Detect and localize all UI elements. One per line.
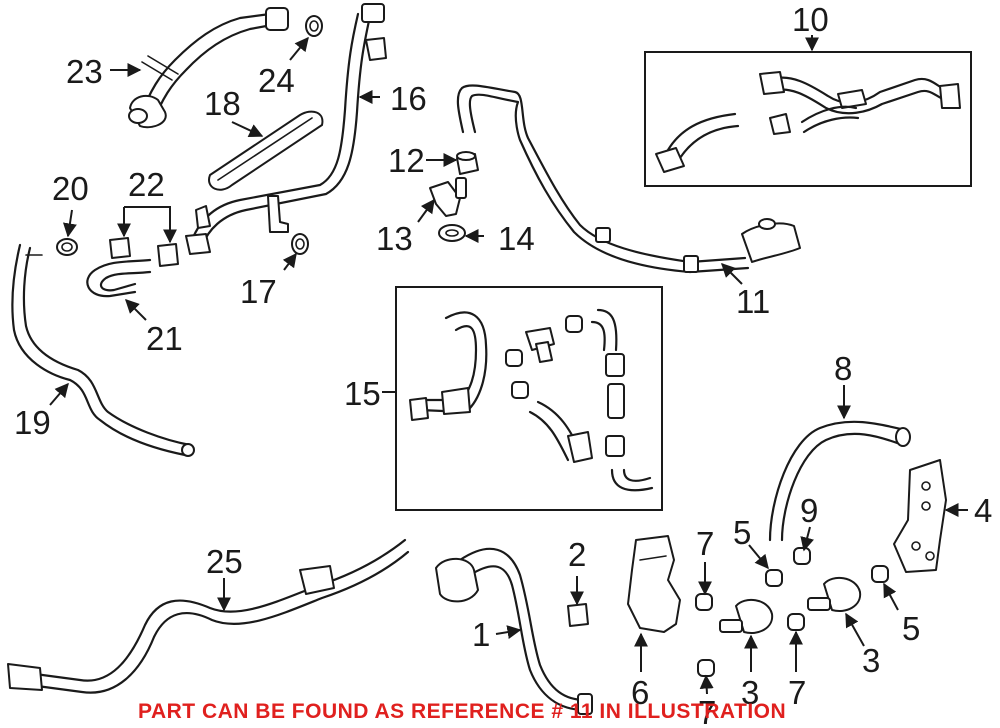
part-1-hose <box>435 547 593 715</box>
part-16-pipe <box>185 3 387 255</box>
callout-18: 18 <box>204 85 241 122</box>
callout-16: 16 <box>390 80 427 117</box>
part-7-clamps <box>695 593 805 677</box>
inset-box-15 <box>395 286 663 511</box>
part-21-hose <box>86 258 152 298</box>
callout-17: 17 <box>240 273 277 310</box>
part-8-hose <box>768 420 911 542</box>
part-3-valve-a <box>719 598 774 634</box>
part-6-bracket <box>627 535 681 633</box>
part-18-shield <box>208 110 324 191</box>
part-3-valve-b <box>807 576 862 612</box>
callout-6: 6 <box>631 674 649 711</box>
part-13-valve <box>429 177 467 217</box>
part-19-hose <box>11 243 195 457</box>
callout-11: 11 <box>736 283 770 320</box>
part-14-seal <box>438 224 466 242</box>
part-23-hose <box>128 7 289 129</box>
callout-22: 22 <box>128 166 165 203</box>
callout-5a: 5 <box>733 514 751 551</box>
inset-box-10 <box>644 51 972 187</box>
callout-7b: 7 <box>698 694 716 728</box>
part-11-pipe <box>456 84 801 274</box>
callout-2: 2 <box>568 536 586 573</box>
callout-12: 12 <box>388 142 425 179</box>
callout-labels: 23 24 16 18 10 12 13 14 11 15 20 22 21 1… <box>14 1 992 728</box>
callout-20: 20 <box>52 170 89 207</box>
callout-1: 1 <box>472 616 490 653</box>
callout-5b: 5 <box>902 610 920 647</box>
callout-9: 9 <box>800 492 818 529</box>
callout-14: 14 <box>498 220 535 257</box>
reference-note: PART CAN BE FOUND AS REFERENCE # 11 IN I… <box>138 700 786 723</box>
callout-4: 4 <box>974 492 992 529</box>
callout-24: 24 <box>258 62 295 99</box>
callout-7a: 7 <box>696 525 714 562</box>
callout-13: 13 <box>376 220 413 257</box>
inset-15-contents <box>409 308 654 492</box>
part-24-seal <box>305 15 323 37</box>
part-25-pipe <box>7 538 410 694</box>
callout-21: 21 <box>146 320 183 357</box>
callout-23: 23 <box>66 53 103 90</box>
callout-8: 8 <box>834 350 852 387</box>
callout-10: 10 <box>792 1 829 38</box>
callout-15: 15 <box>344 375 381 412</box>
callout-25: 25 <box>206 543 243 580</box>
callout-3b: 3 <box>862 642 880 679</box>
part-20-seal <box>56 238 78 256</box>
callout-7c: 7 <box>788 674 806 711</box>
part-12-cap <box>456 151 479 175</box>
part-4-bracket <box>893 459 947 573</box>
leader-lines <box>49 35 968 695</box>
inset-10-contents <box>655 71 961 173</box>
callout-3a: 3 <box>741 674 759 711</box>
part-2-cap <box>567 603 589 627</box>
callout-19: 19 <box>14 404 51 441</box>
part-17-seal <box>291 233 309 255</box>
